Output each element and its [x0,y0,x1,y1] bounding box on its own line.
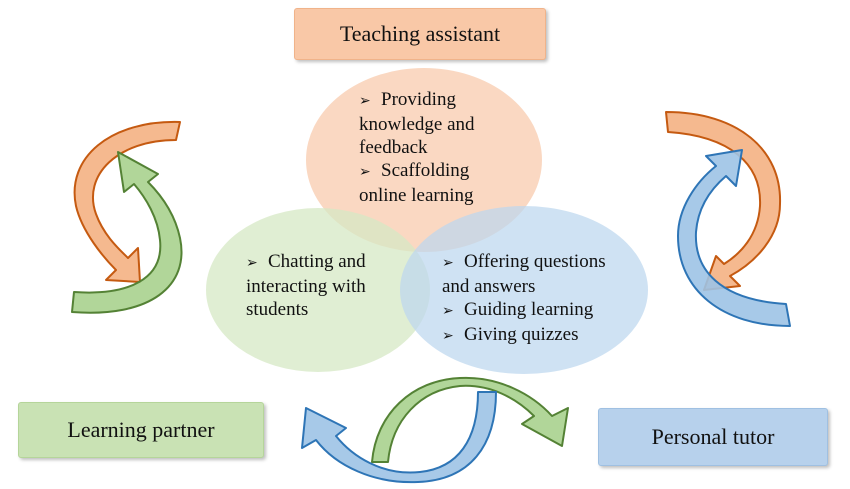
bullet-arrow-icon: ➢ [359,164,371,180]
duty-text: Chatting and [268,251,366,272]
duty-text: Giving quizzes [464,324,579,345]
right-blue-curved-arrow [677,149,791,327]
personal-tutor-box: Personal tutor [598,408,828,466]
duty-text: Scaffolding [381,160,470,181]
bottom-green-curved-arrow [371,376,569,463]
bottom-cycle-arrows [301,376,569,484]
duty-text: Offering questions [464,251,606,272]
duty-text: students [246,299,309,320]
bullet-arrow-icon: ➢ [359,93,371,109]
bullet-arrow-icon: ➢ [442,255,454,271]
left-cycle-arrows [71,120,183,314]
teaching-assistant-label: Teaching assistant [339,21,501,46]
personal-tutor-label: Personal tutor [651,424,775,449]
bullet-arrow-icon: ➢ [246,255,258,271]
partner-circle [206,208,430,372]
left-green-curved-arrow [71,151,183,314]
duty-text: feedback [359,137,428,158]
learning-partner-label: Learning partner [67,417,215,442]
left-orange-curved-arrow [73,120,181,283]
bullet-arrow-icon: ➢ [442,328,454,344]
duty-text: and answers [442,276,536,297]
duty-text: Providing [381,89,456,110]
learning-partner-box: Learning partner [18,402,264,458]
teaching-assistant-duties: ➢ Providing knowledge and feedback ➢ Scaff… [359,88,475,207]
duty-text: online learning [359,185,474,206]
bottom-blue-curved-arrow [301,391,497,484]
duty-text: Guiding learning [464,299,594,320]
duty-text: interacting with [246,276,366,297]
personal-tutor-duties: ➢ Offering questions and answers ➢ Guiding… [442,250,606,348]
right-cycle-arrows [665,111,791,327]
tutor-circle [400,206,648,374]
duty-text: knowledge and [359,114,475,135]
teaching-assistant-box: Teaching assistant [294,8,546,60]
learning-partner-duties: ➢ Chatting and interacting with students [246,250,366,321]
bullet-arrow-icon: ➢ [442,303,454,319]
teaching-circle [306,68,542,252]
